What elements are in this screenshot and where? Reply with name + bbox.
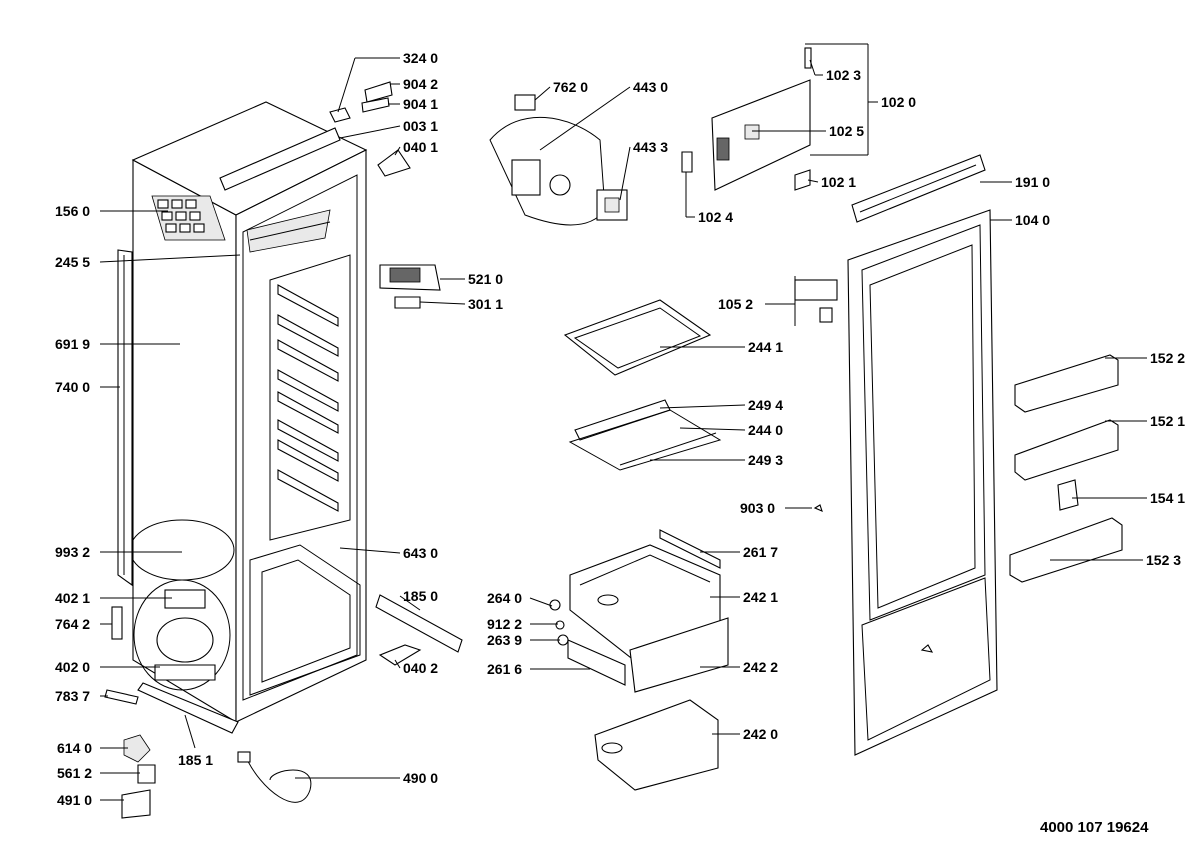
part-label-9041: 904 1	[403, 96, 438, 112]
part-label-2422: 242 2	[743, 659, 778, 675]
part-label-3011: 301 1	[468, 296, 503, 312]
part-label-1560: 156 0	[55, 203, 90, 219]
part-label-2616: 261 6	[487, 661, 522, 677]
part-label-2441: 244 1	[748, 339, 783, 355]
part-label-1024: 102 4	[698, 209, 733, 225]
part-label-2617: 261 7	[743, 544, 778, 560]
part-label-5612: 561 2	[57, 765, 92, 781]
part-label-6430: 643 0	[403, 545, 438, 561]
part-label-1541: 154 1	[1150, 490, 1185, 506]
part-label-9122: 912 2	[487, 616, 522, 632]
part-label-7837: 783 7	[55, 688, 90, 704]
part-label-4910: 491 0	[57, 792, 92, 808]
part-label-2420: 242 0	[743, 726, 778, 742]
part-label-2639: 263 9	[487, 632, 522, 648]
part-label-5210: 521 0	[468, 271, 503, 287]
part-label-2421: 242 1	[743, 589, 778, 605]
part-label-4433: 443 3	[633, 139, 668, 155]
part-label-1040: 104 0	[1015, 212, 1050, 228]
top-small-parts	[329, 81, 441, 309]
control-assembly	[489, 94, 693, 226]
drawers	[549, 529, 729, 791]
part-label-7620: 762 0	[553, 79, 588, 95]
part-label-7642: 764 2	[55, 616, 90, 632]
part-label-0401: 040 1	[403, 139, 438, 155]
part-label-1021: 102 1	[821, 174, 856, 190]
part-label-3240: 324 0	[403, 50, 438, 66]
flap-assembly	[711, 47, 812, 191]
part-number-labels: 324 0 904 2 904 1 003 1 040 1 156 0 245 …	[55, 50, 1185, 836]
glass-shelves	[563, 299, 722, 471]
part-label-2640: 264 0	[487, 590, 522, 606]
cabinet-shelf-rails	[277, 284, 339, 512]
ice-tray-grid	[157, 199, 205, 233]
part-label-1910: 191 0	[1015, 174, 1050, 190]
part-label-1023: 102 3	[826, 67, 861, 83]
part-label-2493: 249 3	[748, 452, 783, 468]
part-label-4020: 402 0	[55, 659, 90, 675]
door-bins	[1009, 354, 1123, 583]
door-drawing	[794, 154, 998, 756]
part-label-1052: 105 2	[718, 296, 753, 312]
part-label-4021: 402 1	[55, 590, 90, 606]
part-label-9030: 903 0	[740, 500, 775, 516]
part-label-9042: 904 2	[403, 76, 438, 92]
part-label-9932: 993 2	[55, 544, 90, 560]
part-label-6919: 691 9	[55, 336, 90, 352]
part-label-1523: 152 3	[1146, 552, 1181, 568]
part-label-1522: 152 2	[1150, 350, 1185, 366]
document-number: 4000 107 19624	[1040, 819, 1149, 836]
part-label-4900: 490 0	[403, 770, 438, 786]
part-label-0402: 040 2	[403, 660, 438, 676]
part-label-1850: 185 0	[403, 588, 438, 604]
leader-lines	[99, 43, 1147, 801]
part-label-1521: 152 1	[1150, 413, 1185, 429]
part-label-2455: 245 5	[55, 254, 90, 270]
part-label-1025: 102 5	[829, 123, 864, 139]
part-label-2494: 249 4	[748, 397, 783, 413]
cabinet-drawing	[117, 101, 368, 734]
part-label-1851: 185 1	[178, 752, 213, 768]
part-label-1020: 102 0	[881, 94, 916, 110]
part-label-6140: 614 0	[57, 740, 92, 756]
part-label-2440: 244 0	[748, 422, 783, 438]
base-parts	[104, 594, 463, 819]
part-label-4430: 443 0	[633, 79, 668, 95]
part-label-7400: 740 0	[55, 379, 90, 395]
part-label-0031: 003 1	[403, 118, 438, 134]
